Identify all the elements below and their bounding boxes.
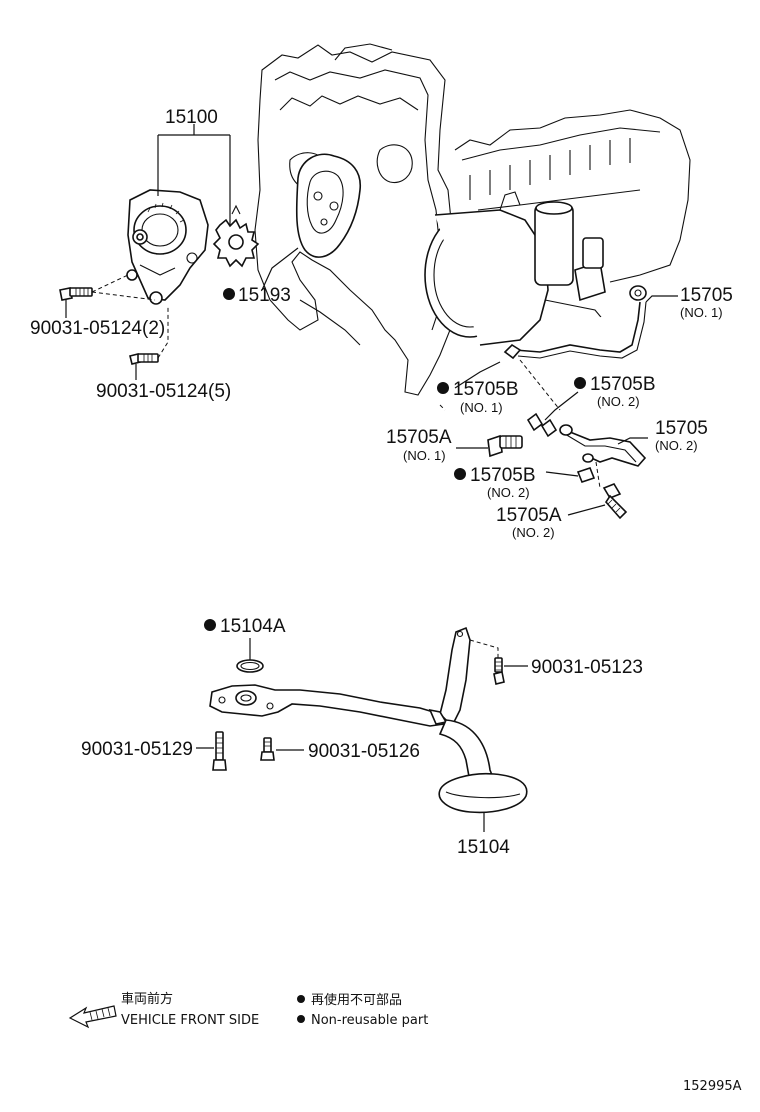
label-15705a-no1-sub: (NO. 1) [403, 448, 446, 463]
bolt-90031-05126 [260, 737, 275, 761]
label-90031-05124-2: 90031-05124(2) [30, 318, 165, 339]
oil-pump-housing [424, 191, 606, 346]
leader-15705-no2 [617, 437, 648, 445]
legend-front-arrow [68, 1005, 117, 1029]
nonreusable-dot-15705b-no1 [437, 382, 449, 394]
label-15193: 15193 [238, 285, 291, 306]
label-15705b-no2-top-sub: (NO. 2) [597, 394, 640, 409]
label-15705b-no2: 15705B [470, 465, 536, 486]
bolt-90031-05124-2 [59, 287, 93, 301]
dash-15705a-no2 [595, 461, 601, 489]
label-90031-05124-5: 90031-05124(5) [96, 381, 231, 402]
legend-nonreuse-jp: 再使用不可部品 [311, 992, 402, 1008]
label-15705a-no2: 15705A [496, 505, 562, 526]
legend-dot-2 [297, 1015, 305, 1023]
oil-pipe-15705-no2 [559, 424, 647, 467]
oil-strainer-15104 [209, 626, 528, 814]
oil-pump-assembly-15100 [126, 189, 209, 305]
bolt-90031-05129 [212, 731, 227, 771]
dash-90031-05123 [469, 639, 499, 658]
dash-bolt-2 [91, 273, 156, 301]
union-15705b-no2 [576, 467, 596, 483]
o-ring-15104a [236, 659, 264, 673]
union-15705b-no2-top [526, 412, 558, 438]
legend-front-jp: 車両前方 [121, 991, 173, 1007]
bolt-15705a-no2 [602, 483, 628, 520]
label-15705b-no2-top: 15705B [590, 374, 656, 395]
leader-15193 [261, 247, 299, 291]
label-15705a-no2-sub: (NO. 2) [512, 525, 555, 540]
label-15705b-no2-sub: (NO. 2) [487, 485, 530, 500]
legend-nonreuse-en: Non-reusable part [311, 1013, 428, 1028]
label-15104a: 15104A [220, 616, 286, 637]
nonreusable-dot-15104a [204, 619, 216, 631]
label-90031-05123: 90031-05123 [531, 657, 643, 678]
nonreusable-dot-15193 [223, 288, 235, 300]
bolt-90031-05124-5 [129, 353, 159, 365]
bolt-90031-05123 [493, 657, 505, 685]
label-15705-no1: 15705 [680, 285, 733, 306]
label-90031-05126: 90031-05126 [308, 741, 420, 762]
label-15705a-no1: 15705A [386, 427, 452, 448]
label-15104: 15104 [457, 837, 510, 858]
label-15100: 15100 [165, 107, 218, 128]
banjo-bolt-15705b-no1 [503, 343, 522, 360]
nonreusable-dot-15705b-no2-top [574, 377, 586, 389]
leader-15705a-no2 [567, 504, 606, 516]
oil-pump-rotor [212, 204, 260, 268]
legend-front-en: VEHICLE FRONT SIDE [121, 1013, 259, 1028]
label-90031-05129: 90031-05129 [81, 739, 193, 760]
dash-15705b-no1 [439, 359, 561, 411]
label-15705b-no1-sub: (NO. 1) [460, 400, 503, 415]
label-15705-no1-sub: (NO. 1) [680, 305, 723, 320]
label-15705-no2: 15705 [655, 418, 708, 439]
legend-dot-1 [297, 995, 305, 1003]
dash-bolt-5 [157, 305, 169, 359]
timing-case-outline [254, 43, 459, 396]
oil-pipe-15705-no1 [514, 285, 647, 359]
bolt-15705a-no1 [487, 434, 523, 458]
nonreusable-dot-15705b-no2 [454, 468, 466, 480]
leader-15705-no1 [645, 295, 678, 303]
label-15705-no2-sub: (NO. 2) [655, 438, 698, 453]
leader-15705b-no1 [454, 361, 501, 389]
diagram-id: 152995A [683, 1079, 742, 1094]
leader-15705b-no2 [545, 471, 579, 477]
leader-15705b-no2-top [544, 391, 579, 421]
engine-block-outline [454, 109, 691, 283]
gasket-15193 [295, 153, 361, 258]
label-15705b-no1: 15705B [453, 379, 519, 400]
